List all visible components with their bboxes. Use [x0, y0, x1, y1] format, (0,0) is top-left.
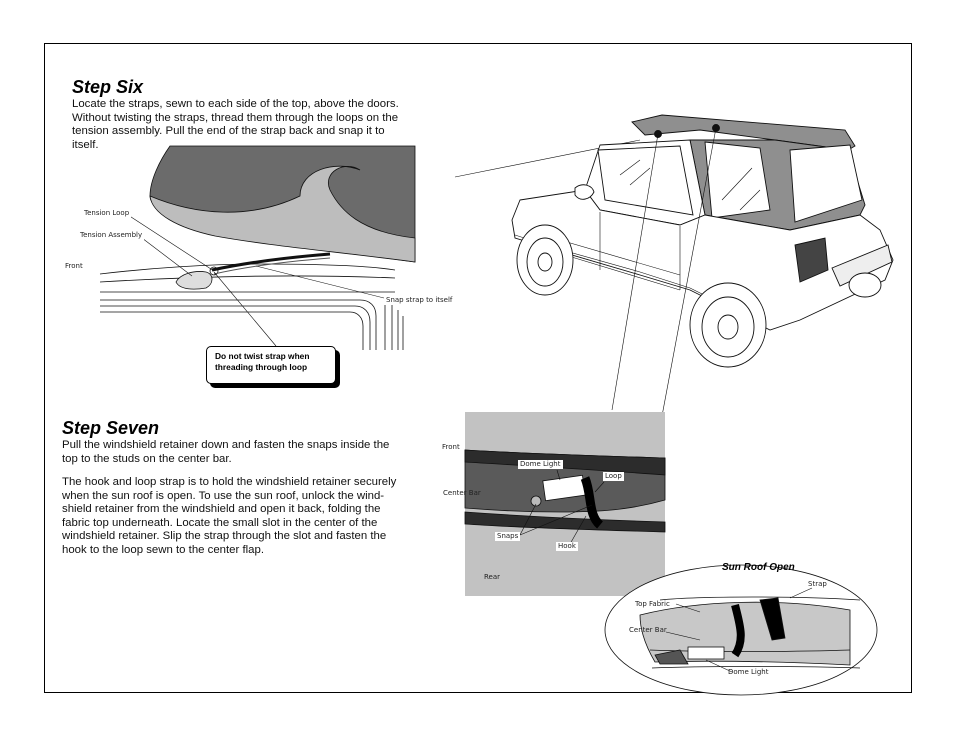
detail-label-loop: Loop — [603, 472, 624, 481]
step-six-title: Step Six — [72, 77, 144, 97]
detail-label-center-bar: Center Bar — [443, 489, 481, 497]
page-frame — [44, 43, 912, 693]
callout-line: threading through loop — [215, 361, 308, 372]
step-six-line: tension assembly. Pull the end of the st… — [72, 125, 385, 138]
detail-label-rear: Rear — [484, 573, 501, 581]
sunroof-label-strap: Strap — [808, 580, 827, 588]
step-seven-line: fabric top underneath. Locate the small … — [62, 516, 378, 529]
label-front: Front — [65, 262, 83, 270]
sunroof-label-top-fabric: Top Fabric — [635, 600, 670, 608]
sunroof-title: Sun Roof Open — [722, 562, 795, 573]
tension-assembly-illustration — [99, 139, 641, 350]
twist-warning-callout: Do not twist strap when threading throug… — [206, 346, 336, 384]
step-seven-line: Pull the windshield retainer down and fa… — [62, 439, 390, 451]
step-seven-line: when the sun roof is open. To use the su… — [62, 489, 385, 502]
label-snap-strap: Snap strap to itself — [384, 296, 455, 305]
detail-label-front: Front — [442, 443, 460, 451]
detail-label-snaps: Snaps — [495, 532, 521, 541]
label-tension-loop: Tension Loop — [82, 209, 132, 218]
callout-line: Do not twist strap when — [215, 351, 310, 361]
step-seven-text-1: Pull the windshield retainer down and fa… — [62, 439, 389, 466]
step-six-line: itself. — [72, 138, 99, 151]
center-bar-illustration — [464, 412, 666, 596]
sunroof-label-dome-light: Dome Light — [728, 668, 769, 676]
vehicle-illustration — [511, 114, 894, 561]
detail-label-dome-light: Dome Light — [518, 460, 563, 469]
step-seven-text-2: The hook and loop strap is to hold the w… — [62, 476, 396, 558]
step-seven-line: shield retainer from the windshield and … — [62, 503, 381, 516]
step-six-text: Locate the straps, sewn to each side of … — [72, 98, 399, 152]
step-seven-title: Step Seven — [62, 418, 160, 438]
detail-label-hook: Hook — [556, 542, 578, 551]
step-seven-line: top to the studs on the center bar. — [62, 452, 232, 465]
sunroof-label-center-bar: Center Bar — [629, 626, 667, 634]
step-seven-line: windshield retainer. Slip the strap thro… — [62, 530, 387, 543]
step-six-line: Without twisting the straps, thread them… — [72, 111, 399, 124]
step-seven-line: The hook and loop strap is to hold the w… — [62, 476, 397, 488]
step-six-line: Locate the straps, sewn to each side of … — [72, 98, 399, 110]
label-tension-assembly: Tension Assembly — [78, 231, 145, 240]
sunroof-illustration — [604, 564, 878, 696]
step-seven-line: hook to the loop sewn to the center flap… — [62, 543, 265, 556]
